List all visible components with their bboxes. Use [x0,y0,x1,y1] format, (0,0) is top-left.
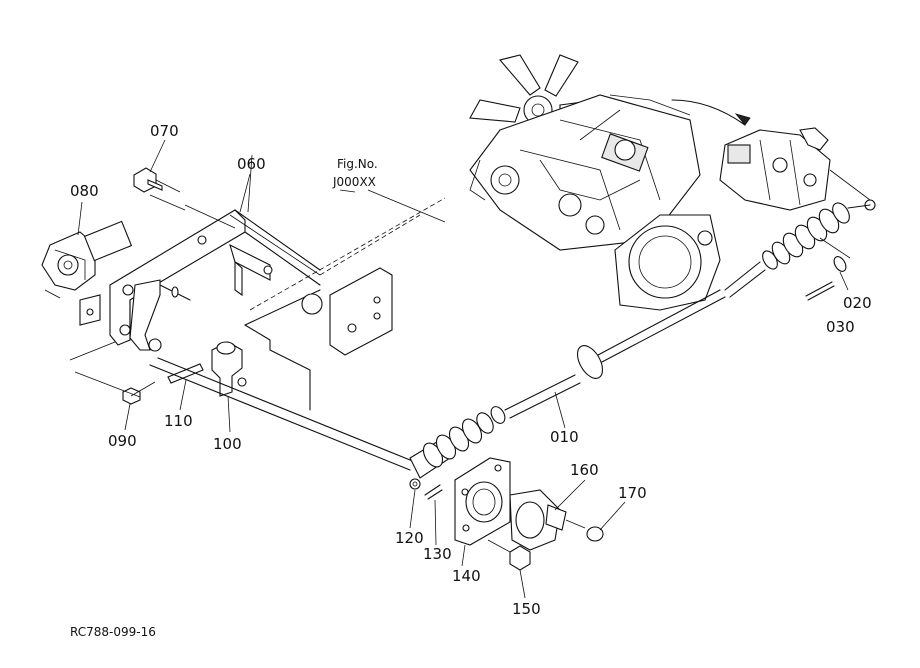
bolt-170 [565,519,604,542]
pin-110 [167,363,204,384]
drawing-code: RC788-099-16 [70,625,156,639]
lever-100 [211,341,247,397]
plate-140 [454,457,511,546]
mounting-panel-outline [229,197,446,411]
part-label-160: 160 [570,461,599,479]
engine-illustration [469,54,751,311]
part-label-100: 100 [213,435,242,453]
bolt-090 [122,381,156,405]
part-label-030: 030 [826,318,855,336]
part-label-080: 080 [70,182,99,200]
part-label-070: 070 [150,122,179,140]
part-label-120: 120 [395,529,424,547]
bolt-150 [487,539,531,571]
cover-160 [509,489,567,551]
leader-lines [69,154,446,398]
part-label-090: 090 [108,432,137,450]
part-label-170: 170 [618,484,647,502]
clip-130 [424,484,443,500]
bellows-right [762,202,850,270]
bellows-left [422,406,506,468]
actuator-080 [41,220,133,326]
figure-ref-line1: Fig.No. [337,157,378,171]
part-label-010: 010 [550,428,579,446]
figure-ref-line2: J000XX [332,175,376,189]
pin-020 [833,256,847,272]
part-label-110: 110 [164,412,193,430]
washer-120 [409,478,421,490]
part-label-140: 140 [452,567,481,585]
split-pin-030 [805,281,835,301]
cable-010 [149,202,871,479]
part-label-150: 150 [512,600,541,618]
bolt-070 [133,167,181,193]
pump-detail-illustration [719,127,876,211]
part-label-130: 130 [423,545,452,563]
label-leaders [77,139,849,599]
bracket-060 [109,209,321,352]
part-label-020: 020 [843,294,872,312]
part-label-060: 060 [237,155,266,173]
